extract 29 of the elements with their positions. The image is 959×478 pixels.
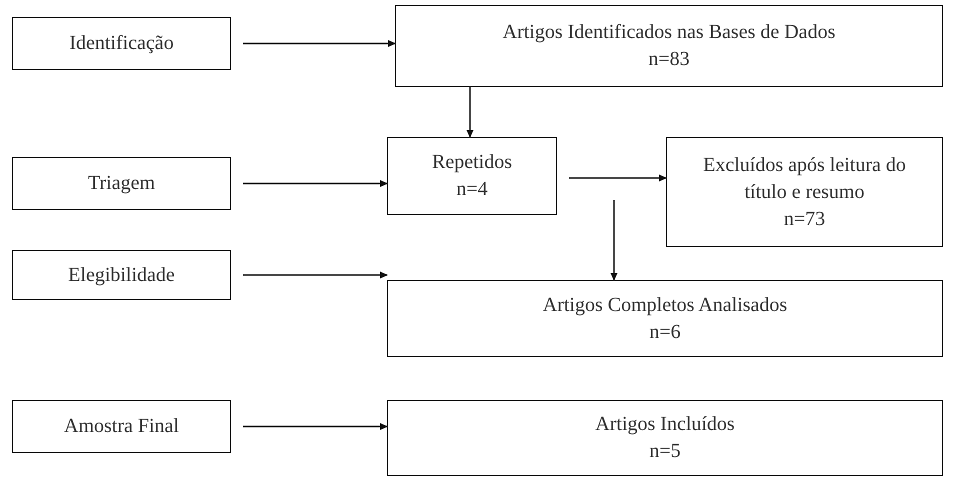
box-text: Identificação bbox=[69, 31, 174, 56]
process-box bbox=[387, 280, 943, 357]
box-text: Artigos Identificados nas Bases de Dados bbox=[502, 20, 836, 45]
arrow bbox=[243, 180, 388, 187]
box-text: n=5 bbox=[649, 439, 681, 464]
box-text: n=83 bbox=[648, 47, 690, 72]
box-text: n=4 bbox=[456, 177, 488, 202]
process-box bbox=[666, 137, 943, 247]
box-text: Artigos Incluídos bbox=[595, 412, 735, 437]
process-box bbox=[12, 17, 231, 70]
arrow bbox=[466, 87, 474, 138]
arrow bbox=[610, 200, 618, 281]
process-box bbox=[387, 400, 943, 476]
box-text: Triagem bbox=[88, 171, 156, 196]
process-box bbox=[395, 5, 943, 87]
process-box bbox=[12, 157, 231, 210]
arrow bbox=[243, 40, 396, 47]
arrow bbox=[569, 174, 667, 182]
arrow bbox=[243, 272, 388, 278]
process-box bbox=[12, 400, 231, 453]
box-text: Repetidos bbox=[432, 150, 512, 175]
box-text: n=73 bbox=[784, 206, 826, 232]
arrow bbox=[243, 423, 388, 430]
box-text: Artigos Completos Analisados bbox=[542, 292, 788, 318]
box-text: Elegibilidade bbox=[68, 262, 175, 288]
process-box bbox=[12, 250, 231, 300]
box-text: n=6 bbox=[649, 320, 681, 344]
process-box bbox=[387, 137, 557, 215]
box-text: Amostra Final bbox=[64, 414, 179, 439]
